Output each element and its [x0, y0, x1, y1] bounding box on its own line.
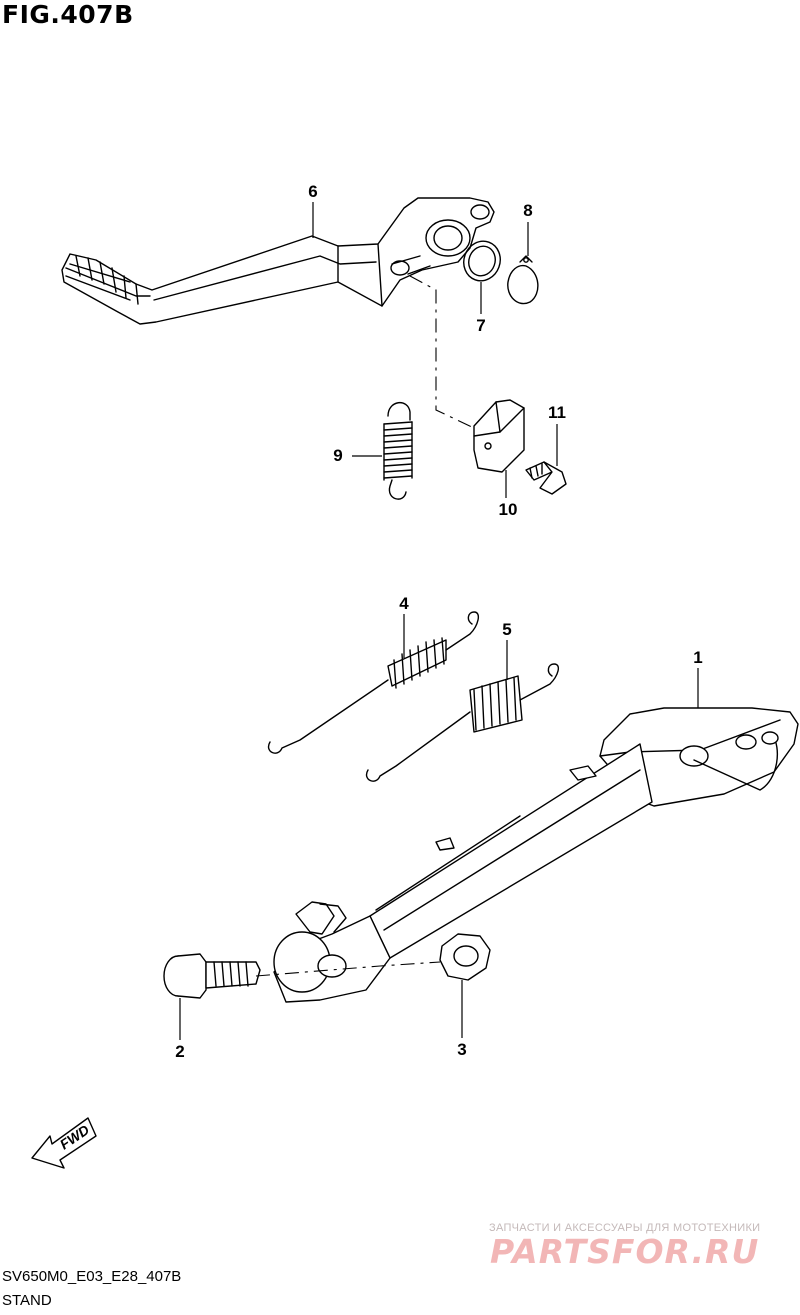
callout-9: 9 — [333, 446, 343, 465]
diagram-code: SV650M0_E03_E28_407B — [2, 1268, 182, 1285]
figure-title: FIG.407B — [2, 0, 134, 29]
pedal-spring-part-9 — [383, 402, 413, 500]
bolt-part-11 — [525, 461, 567, 495]
callout-5: 5 — [502, 620, 512, 639]
circlip-part-8 — [507, 255, 539, 305]
assembly-line-lower — [255, 961, 441, 977]
forward-arrow-icon: FWD — [31, 1117, 97, 1169]
side-stand-part-1 — [273, 707, 799, 1003]
callout-8: 8 — [523, 201, 533, 220]
callout-10: 10 — [498, 500, 518, 519]
callout-11: 11 — [548, 403, 566, 422]
leader-lines — [179, 202, 699, 1040]
callout-2: 2 — [175, 1042, 185, 1061]
nut-part-3 — [439, 933, 491, 981]
callout-3: 3 — [457, 1040, 467, 1059]
washer-part-7 — [463, 240, 501, 282]
stand-spring-part-5 — [365, 663, 560, 782]
callout-1: 1 — [693, 648, 703, 667]
pivot-bolt-part-2 — [163, 953, 261, 999]
stand-spring-part-4 — [267, 611, 480, 754]
callout-6: 6 — [308, 182, 318, 201]
watermark-tagline: ЗАПЧАСТИ И АКСЕССУАРЫ ДЛЯ МОТОТЕХНИКИ — [489, 1222, 761, 1234]
callout-4: 4 — [399, 594, 409, 613]
bracket-part-10 — [473, 399, 525, 473]
diagram-name: STAND — [2, 1292, 52, 1309]
watermark-brand-logo: PARTSFOR.RU — [490, 1232, 760, 1271]
callout-7: 7 — [476, 316, 486, 335]
brake-pedal-part-6 — [61, 197, 495, 325]
assembly-line-upper — [409, 275, 475, 429]
